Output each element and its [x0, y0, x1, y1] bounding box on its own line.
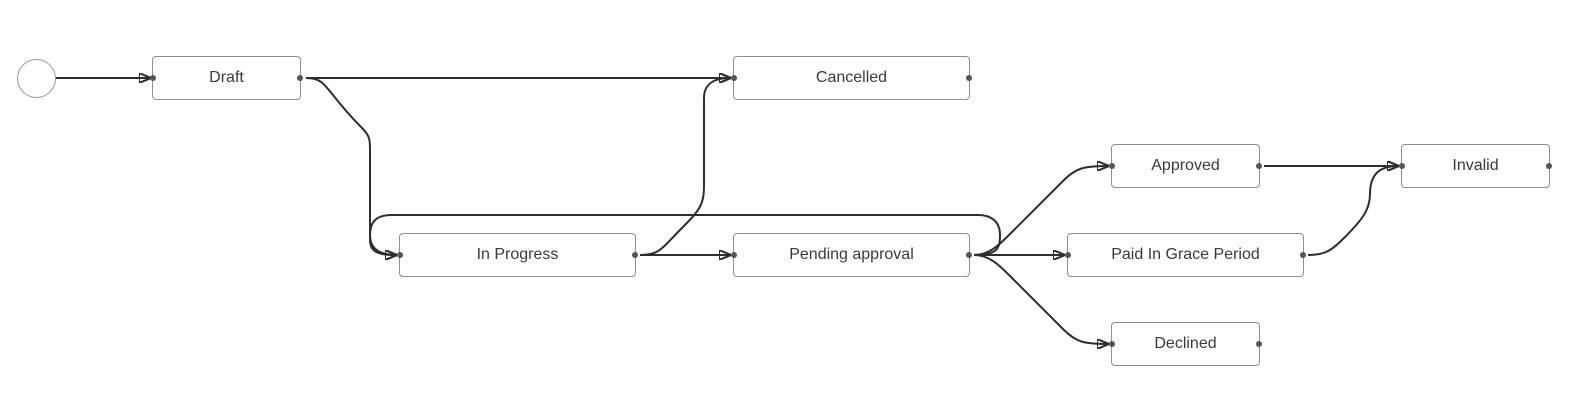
state-label: Draft [209, 69, 244, 86]
output-port[interactable] [1256, 341, 1262, 347]
output-port[interactable] [632, 252, 638, 258]
output-port[interactable] [966, 75, 972, 81]
state-label: Cancelled [815, 69, 888, 86]
edge-draft-to-in-progress[interactable] [305, 77, 396, 255]
state-label: Invalid [1452, 157, 1499, 174]
output-port[interactable] [1546, 163, 1552, 169]
start-node[interactable] [17, 59, 56, 98]
state-label: Declined [1154, 335, 1217, 352]
output-port[interactable] [297, 75, 303, 81]
state-label: Approved [1151, 157, 1220, 174]
edge-paid-in-grace-period-to-invalid[interactable] [1307, 166, 1398, 256]
state-in-progress[interactable]: In Progress [397, 233, 638, 277]
state-approved[interactable]: Approved [1109, 144, 1262, 188]
state-declined[interactable]: Declined [1109, 322, 1262, 366]
state-pending-approval[interactable]: Pending approval [731, 233, 972, 277]
input-port[interactable] [1399, 163, 1405, 169]
input-port[interactable] [150, 75, 156, 81]
input-port[interactable] [397, 252, 403, 258]
state-label: Paid In Grace Period [1111, 246, 1260, 263]
state-label: In Progress [476, 246, 559, 263]
input-port[interactable] [731, 75, 737, 81]
edge-in-progress-to-cancelled[interactable] [639, 78, 730, 256]
state-cancelled[interactable]: Cancelled [731, 56, 972, 100]
edge-pending-approval-to-approved[interactable] [973, 166, 1108, 256]
input-port[interactable] [1109, 163, 1115, 169]
state-paid-in-grace-period[interactable]: Paid In Grace Period [1065, 233, 1306, 277]
edge-pending-approval-to-declined[interactable] [973, 254, 1108, 344]
input-port[interactable] [731, 252, 737, 258]
input-port[interactable] [1109, 341, 1115, 347]
output-port[interactable] [1300, 252, 1306, 258]
state-label: Pending approval [789, 246, 914, 263]
input-port[interactable] [1065, 252, 1071, 258]
output-port[interactable] [966, 252, 972, 258]
state-draft[interactable]: Draft [150, 56, 303, 100]
state-invalid[interactable]: Invalid [1399, 144, 1552, 188]
output-port[interactable] [1256, 163, 1262, 169]
